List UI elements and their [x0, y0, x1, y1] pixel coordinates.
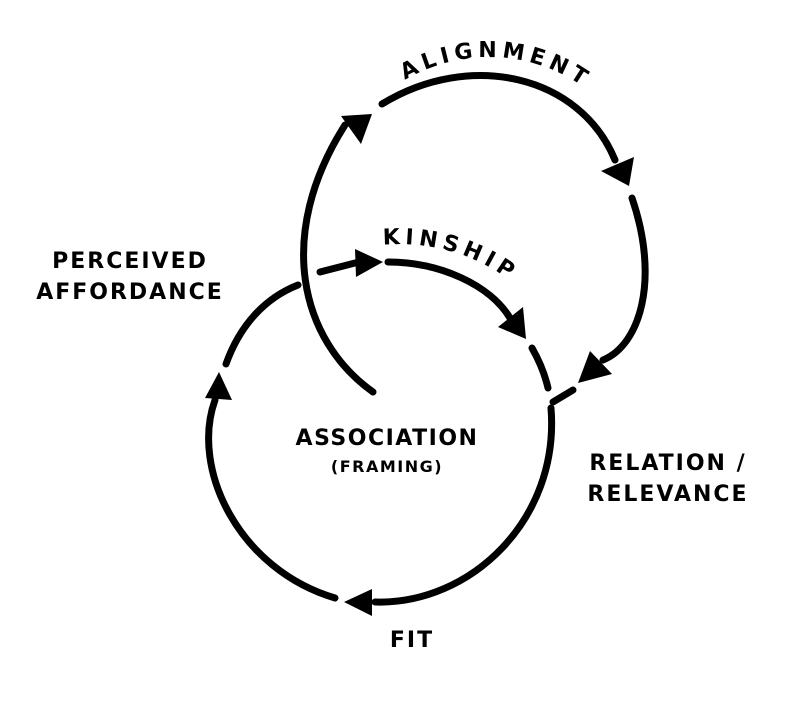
lower-loop [205, 249, 577, 616]
perceived-arrowhead [205, 372, 232, 400]
lower-loop-arc-right [371, 404, 556, 606]
upper-loop-arc-right [599, 194, 649, 364]
affordance-label: AFFORDANCE [36, 280, 224, 305]
perceived-label: PERCEIVED [52, 249, 208, 274]
association-label: ASSOCIATION [296, 426, 479, 451]
upper-loop [300, 72, 649, 396]
fit-arrowhead [344, 589, 372, 616]
lower-loop-arc-kinship [384, 258, 514, 322]
connector-tick [549, 386, 577, 406]
upper-loop-arc-top [378, 72, 619, 164]
relation-label: RELATION / [589, 451, 746, 476]
lower-loop-arc-left-top [222, 281, 302, 368]
lower-loop-arc-bottom-left [205, 396, 339, 602]
framing-label: (FRAMING) [331, 457, 443, 476]
fit-label: FIT [390, 628, 434, 653]
upper-right-arrowhead [601, 157, 634, 186]
upper-bottom-arrowhead [578, 351, 612, 383]
relevance-label: RELEVANCE [587, 482, 748, 507]
kinship-arrowhead [355, 249, 383, 277]
upper-left-arrowhead [341, 114, 372, 144]
lower-loop-arc-right-small [528, 344, 552, 392]
kinship-end-arrowhead [498, 307, 526, 339]
upper-loop-arc-left [300, 121, 377, 396]
lower-loop-arc-top-left [316, 259, 359, 276]
